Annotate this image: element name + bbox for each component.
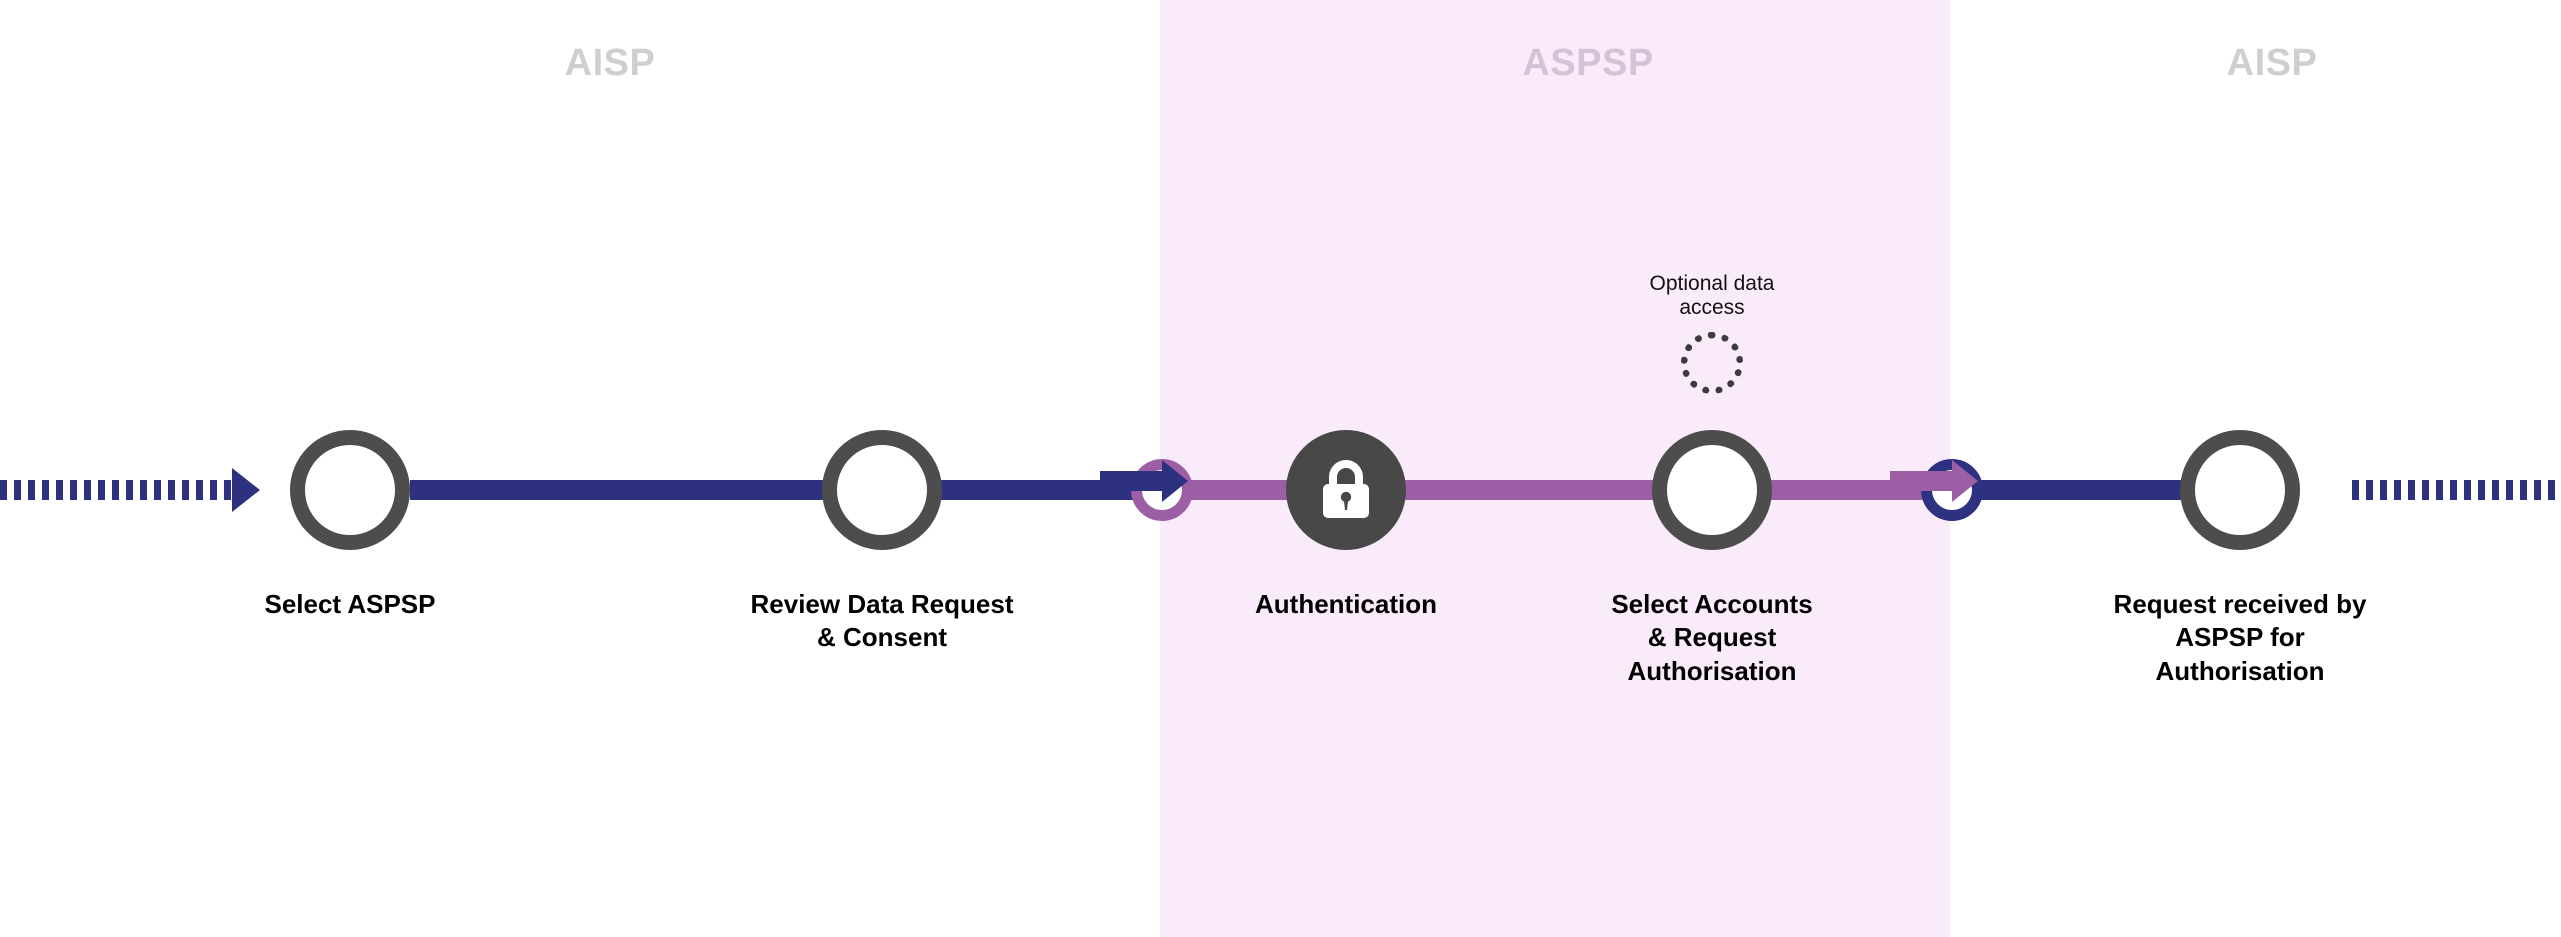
optional-data-access-dotted-circle-icon	[1681, 332, 1743, 394]
step-node-select-accounts[interactable]	[1652, 430, 1772, 550]
step-node-review-consent[interactable]	[822, 430, 942, 550]
rail-select-to-review	[410, 480, 880, 500]
rail-handoff-to-request-received	[1976, 480, 2241, 500]
step-node-select-aspsp[interactable]	[290, 430, 410, 550]
zone-header-aspsp: ASPSP	[1522, 42, 1654, 84]
step-label-select-aspsp: Select ASPSP	[264, 589, 436, 619]
flow-exit-dashed-rail	[2352, 480, 2561, 500]
step-label-authentication: Authentication	[1255, 589, 1437, 619]
rail-review-to-handoff	[940, 480, 1150, 500]
zone-header-aisp-right: AISP	[2226, 42, 2318, 84]
step-label-review-consent: Review Data Request & Consent	[750, 589, 1014, 653]
handoff-aisp-to-aspsp-arrow-icon	[1100, 460, 1188, 502]
step-label-select-accounts: Select Accounts & Request Authorisation	[1611, 589, 1813, 686]
step-node-authentication[interactable]	[1286, 430, 1406, 550]
zone-header-aisp-left: AISP	[564, 42, 656, 84]
lock-icon	[1317, 457, 1375, 523]
handoff-aspsp-to-aisp-arrow-icon	[1890, 460, 1978, 502]
optional-data-access-label: Optional data access	[1649, 272, 1775, 319]
rail-authentication-to-select-accounts	[1340, 480, 1720, 500]
flow-entry-arrowhead-icon	[232, 468, 260, 512]
flow-entry-dashed-rail	[0, 480, 238, 500]
step-label-request-received: Request received by ASPSP for Authorisat…	[2113, 589, 2367, 686]
step-node-request-received[interactable]	[2180, 430, 2300, 550]
zone-panel-aspsp	[1160, 0, 1950, 937]
